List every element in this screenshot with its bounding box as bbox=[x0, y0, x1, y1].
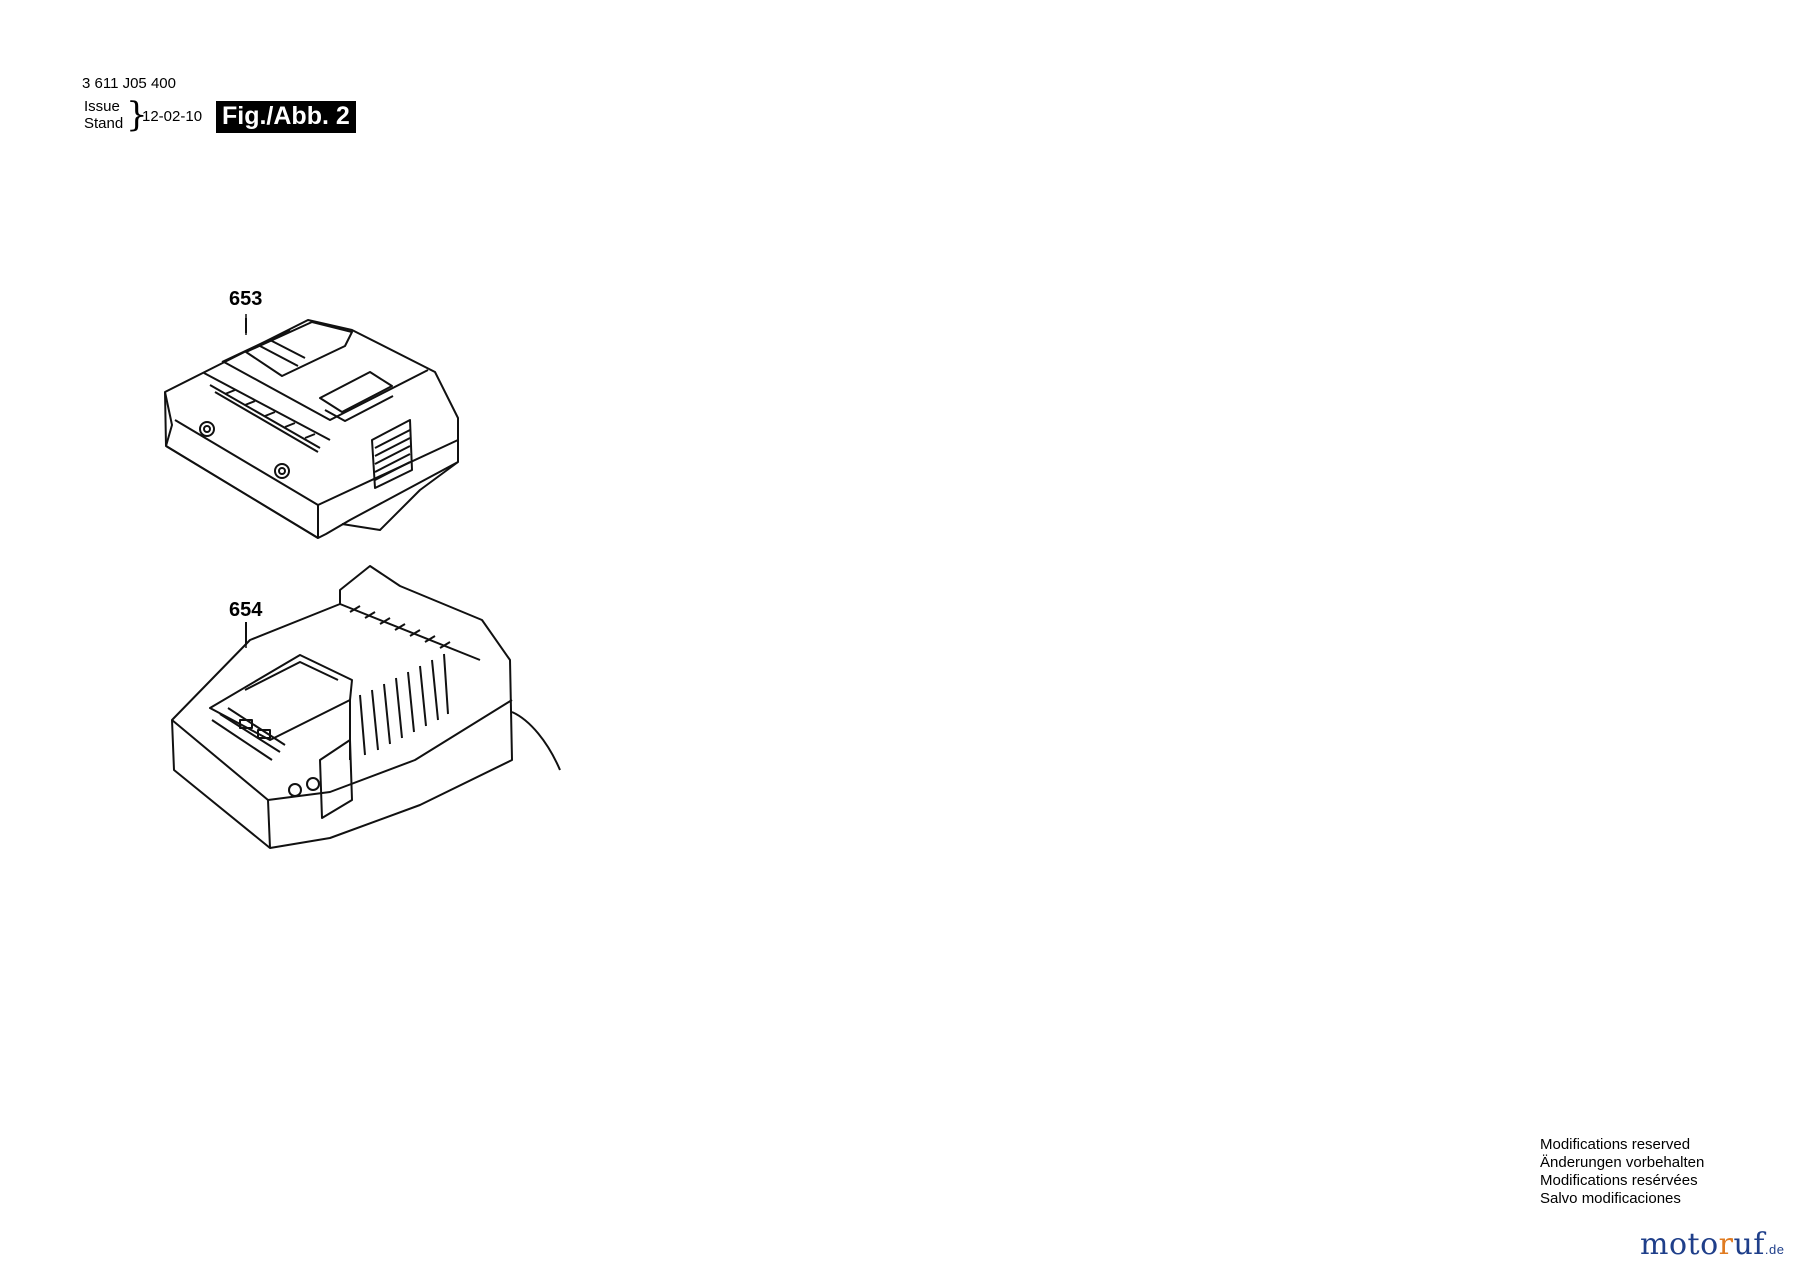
note-en: Modifications reserved bbox=[1540, 1136, 1691, 1153]
part-number: 3 611 J05 400 bbox=[82, 75, 176, 92]
logo-accent: r bbox=[1718, 1227, 1734, 1262]
logo-tld: .de bbox=[1764, 1242, 1785, 1257]
callout-654: 654 bbox=[229, 599, 263, 621]
issue-date: 12-02-10 bbox=[142, 108, 203, 125]
battery-pack-icon bbox=[164, 318, 459, 539]
issue-label: Issue Stand bbox=[84, 98, 123, 132]
logo-part2: uf bbox=[1733, 1227, 1765, 1262]
issue-label-de: Stand bbox=[84, 115, 124, 132]
note-fr: Modifications resérvées bbox=[1540, 1172, 1698, 1189]
battery-charger-icon bbox=[171, 565, 561, 849]
issue-brace: } bbox=[126, 95, 148, 135]
note-es: Salvo modificaciones bbox=[1540, 1190, 1681, 1207]
note-de: Änderungen vorbehalten bbox=[1540, 1154, 1705, 1171]
callout-653: 653 bbox=[229, 288, 263, 310]
issue-label-en: Issue bbox=[84, 98, 120, 115]
figure-label: Fig./Abb. 2 bbox=[216, 101, 356, 133]
logo-part1: moto bbox=[1640, 1227, 1719, 1262]
modifications-notes: Modifications reserved Änderungen vorbeh… bbox=[1540, 1136, 1704, 1208]
site-logo: motoruf.de bbox=[1640, 1227, 1785, 1262]
